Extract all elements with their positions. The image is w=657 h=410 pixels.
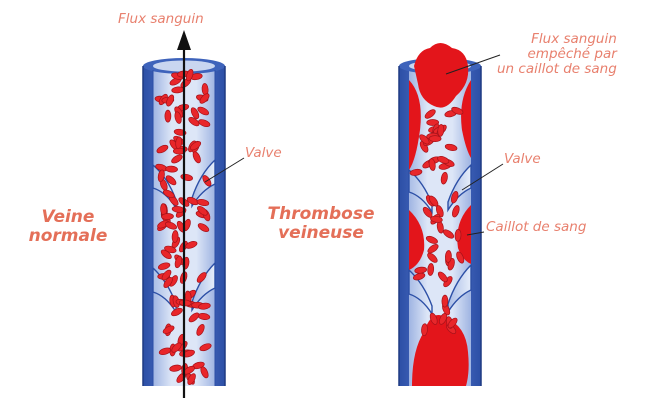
blood-cell — [199, 93, 210, 104]
blood-cell — [445, 250, 452, 263]
blood-cell — [169, 364, 182, 372]
blood-cell — [185, 68, 194, 82]
blood-cell — [428, 158, 436, 171]
blood-cell — [412, 272, 426, 281]
blood-cell — [447, 317, 458, 329]
valve-label-normal: Valve — [245, 145, 282, 161]
blood-cell — [157, 169, 165, 183]
blood-cell — [175, 136, 183, 150]
blood-cell — [424, 109, 436, 119]
normal-vein-title: Veine normale — [18, 207, 118, 247]
blood-cell — [196, 198, 210, 207]
blood-cell — [421, 323, 428, 337]
blood-cell — [162, 189, 175, 199]
blood-cell — [428, 195, 439, 207]
blood-cell — [197, 223, 210, 233]
blood-cell — [185, 241, 198, 249]
blood-cell — [454, 229, 462, 242]
blood-cell — [428, 135, 442, 142]
blood-cell — [171, 342, 182, 353]
flow-arrow-icon — [177, 30, 191, 398]
blood-cell — [157, 262, 171, 270]
blood-cell — [188, 116, 200, 127]
blood-cell — [189, 141, 202, 151]
blood-cell — [156, 144, 169, 154]
thrombosis-title-line2: veineuse — [278, 223, 364, 244]
blood-cell — [427, 244, 439, 254]
blood-cell — [441, 294, 449, 308]
blocked-flow-label: Flux sanguin empêché par un caillot de s… — [497, 31, 617, 78]
blood-cell — [166, 94, 175, 107]
blood-cell — [437, 156, 450, 164]
thrombosis-vein-valves — [408, 163, 472, 317]
blood-cell — [171, 230, 179, 243]
blood-cell — [162, 325, 175, 334]
blood-cell — [196, 272, 207, 283]
blood-cell — [164, 109, 172, 123]
normal-vein-blood-cells — [154, 68, 212, 385]
thrombosis-title-line1: Thrombose — [267, 204, 375, 224]
blood-cell — [161, 269, 172, 281]
blood-clot-label: Caillot de sang — [486, 219, 587, 235]
blocked-flow-line3: un caillot de sang — [497, 61, 617, 78]
blood-cell — [451, 106, 464, 115]
blood-cell — [437, 271, 448, 283]
blood-cell — [164, 245, 177, 254]
blood-cell — [174, 255, 183, 269]
blood-cell — [187, 373, 196, 385]
blood-cell — [437, 124, 445, 137]
blood-cell — [442, 229, 455, 239]
blood-cell — [450, 191, 459, 204]
blood-cell — [190, 107, 200, 120]
blood-cell — [456, 251, 465, 264]
blocked-flow-line1: Flux sanguin — [531, 31, 617, 47]
thrombosis-title: Thrombose veineuse — [255, 204, 387, 244]
blood-cell — [174, 111, 182, 124]
blood-cell — [161, 213, 174, 220]
blood-cell — [430, 215, 443, 223]
blood-cell — [198, 302, 211, 310]
thrombosis-vein-blood-cells — [409, 106, 465, 337]
blood-cell — [427, 263, 435, 276]
blood-cell — [444, 143, 458, 151]
annotation-lines — [204, 54, 504, 236]
normal-vein-title-line2: normale — [28, 226, 108, 247]
blood-cell — [440, 171, 448, 185]
blood-cell — [192, 151, 201, 164]
blood-cell — [158, 347, 172, 356]
blood-cell — [429, 312, 438, 325]
blood-cell — [425, 235, 438, 244]
valve-label-thrombosis: Valve — [504, 151, 541, 167]
blood-cell — [165, 165, 178, 173]
blood-cell — [427, 252, 438, 263]
blood-cell — [163, 276, 173, 289]
blood-cell — [409, 168, 423, 176]
blocked-flow-line2: empêché par — [527, 46, 617, 63]
blood-cell — [199, 343, 212, 352]
blood-cell — [165, 221, 177, 230]
normal-vein-title-line1: Veine — [41, 207, 95, 227]
blood-cell — [196, 323, 205, 336]
blood-flow-label: Flux sanguin — [118, 11, 204, 27]
blood-cell — [197, 106, 209, 116]
blood-cell — [452, 205, 460, 218]
blood-cell — [198, 119, 211, 127]
blood-cell — [188, 312, 200, 323]
blood-cell — [197, 205, 208, 216]
blood-cell — [171, 154, 183, 164]
blood-cell — [171, 307, 183, 317]
blood-cell — [165, 175, 177, 186]
